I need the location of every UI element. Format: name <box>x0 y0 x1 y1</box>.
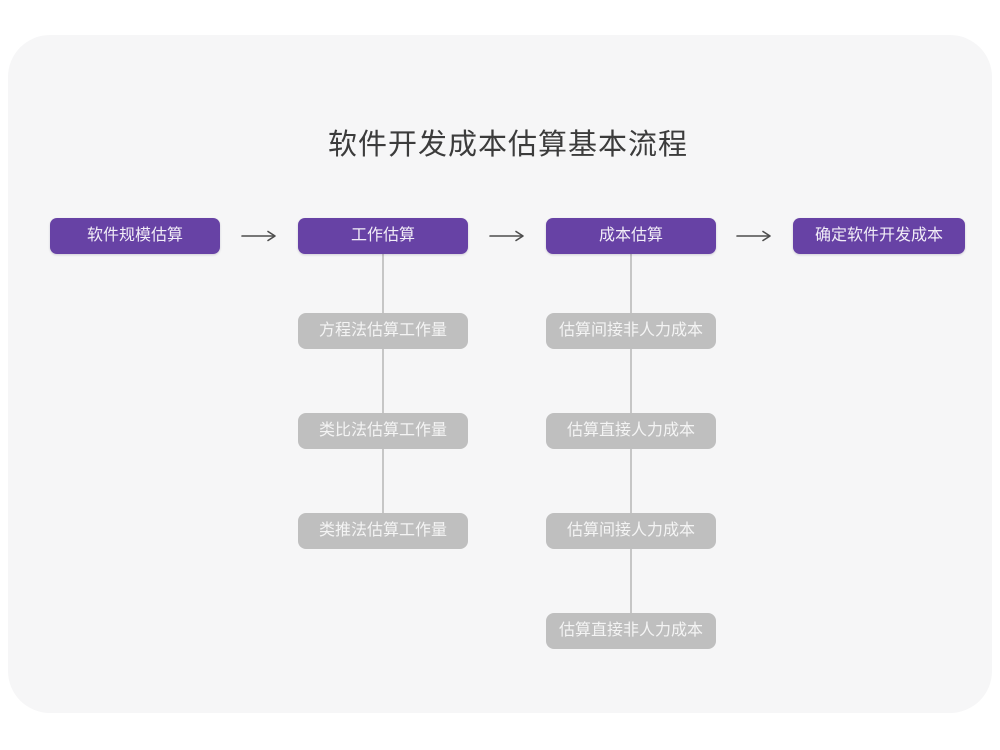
right-arrow-icon <box>489 230 524 242</box>
substep-equation-method-effort: 方程法估算工作量 <box>298 313 468 349</box>
stage-work-estimation: 工作估算 <box>298 218 468 254</box>
substep-direct-labor-cost: 估算直接人力成本 <box>546 413 716 449</box>
stage-software-scale-estimation: 软件规模估算 <box>50 218 220 254</box>
substep-direct-non-labor-cost: 估算直接非人力成本 <box>546 613 716 649</box>
right-arrow-icon <box>241 230 276 242</box>
page-title: 软件开发成本估算基本流程 <box>327 129 688 161</box>
substep-indirect-non-labor-cost: 估算间接非人力成本 <box>546 313 716 349</box>
substep-analogy-method-effort: 类比法估算工作量 <box>298 413 468 449</box>
substep-indirect-labor-cost: 估算间接人力成本 <box>546 513 716 549</box>
stage-determine-development-cost: 确定软件开发成本 <box>793 218 965 254</box>
right-arrow-icon <box>736 230 771 242</box>
connector-line-work-estimation <box>382 254 384 516</box>
substep-extrapolation-method-effort: 类推法估算工作量 <box>298 513 468 549</box>
stage-cost-estimation: 成本估算 <box>546 218 716 254</box>
flow-card: 软件开发成本估算基本流程 软件规模估算 工作估算 成本估算 确定软件开发成本 方… <box>8 35 992 713</box>
